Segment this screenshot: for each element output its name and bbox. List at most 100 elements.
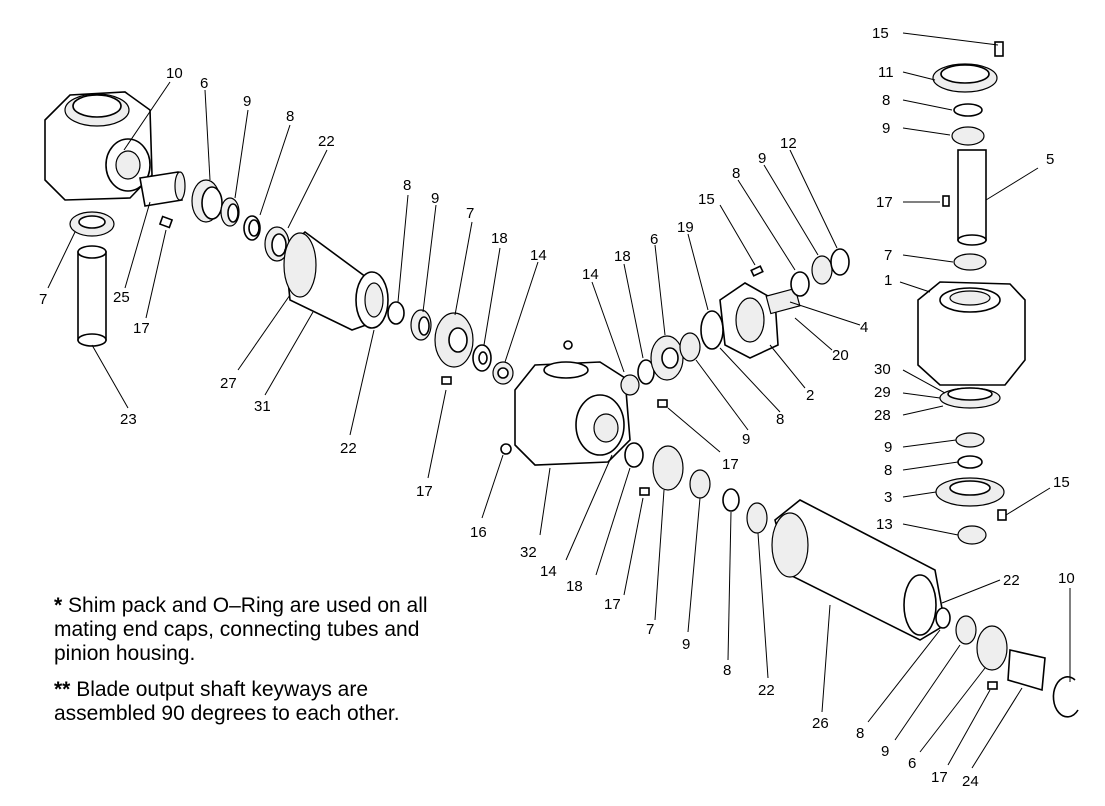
callout-label: 9 <box>431 190 439 207</box>
callout-label: 18 <box>566 578 583 595</box>
left-tube-27 <box>283 230 389 331</box>
callout-label: 8 <box>723 662 731 679</box>
center-gear-6 <box>650 335 684 381</box>
callout-label: 18 <box>491 230 508 247</box>
callout-label: 22 <box>1003 572 1020 589</box>
end-shaft-24 <box>1007 649 1046 692</box>
end-race-8 <box>935 607 951 629</box>
callout-label: 7 <box>646 621 654 638</box>
end-cap-2 <box>719 282 779 359</box>
lower-washer-18 <box>624 442 644 468</box>
leader-lines <box>47 32 1071 769</box>
note-keyways: ** Blade output shaft keyways are assemb… <box>54 678 474 726</box>
lower-bearing-9-right <box>955 432 985 448</box>
left-shaft-23 <box>77 245 107 347</box>
callout-label: 9 <box>881 743 889 760</box>
callout-label: 9 <box>758 150 766 167</box>
bottom-cap-3 <box>935 477 1005 507</box>
callout-label: 28 <box>874 407 891 424</box>
callout-label: 11 <box>878 64 894 81</box>
callout-label: 17 <box>604 596 621 613</box>
left-seal-22 <box>264 226 290 262</box>
mid-gear-7 <box>434 312 474 368</box>
callout-label: 19 <box>677 219 694 236</box>
callout-label: 6 <box>200 75 208 92</box>
oring-19 <box>700 310 724 350</box>
top-race-8 <box>953 103 983 117</box>
callout-label: 3 <box>884 489 892 506</box>
left-bearing-9 <box>220 197 240 227</box>
callout-label: 14 <box>540 563 557 580</box>
center-nut-14 <box>620 374 640 396</box>
callout-label: 8 <box>403 177 411 194</box>
callout-label: 25 <box>113 289 130 306</box>
right-housing-1 <box>917 281 1026 386</box>
callout-label: 23 <box>120 411 137 428</box>
shim-pack-30-29-28 <box>939 387 1001 409</box>
center-bearing-9 <box>679 332 701 362</box>
center-gearbox <box>500 340 631 466</box>
callout-label: 8 <box>286 108 294 125</box>
right-bearing-9 <box>811 255 833 285</box>
callout-label: 9 <box>742 431 750 448</box>
callout-label: 17 <box>931 769 948 786</box>
callout-label: 10 <box>166 65 183 82</box>
callout-label: 10 <box>1058 570 1075 587</box>
callout-label: 17 <box>722 456 739 473</box>
left-race-8 <box>243 215 261 241</box>
callout-label: 24 <box>962 773 979 790</box>
callout-label: 8 <box>884 462 892 479</box>
callout-label: 4 <box>860 319 868 336</box>
callout-label: 22 <box>340 440 357 457</box>
callout-label: 14 <box>582 266 599 283</box>
note-marker: * <box>54 594 63 617</box>
callout-label: 22 <box>318 133 335 150</box>
snap-ring-10 <box>1052 676 1079 718</box>
left-gearbox <box>44 91 153 201</box>
lower-race-8 <box>722 488 740 512</box>
callout-label: 14 <box>530 247 547 264</box>
callout-label: 26 <box>812 715 829 732</box>
right-race-8 <box>790 271 810 297</box>
callout-label: 6 <box>650 231 658 248</box>
spline-20 <box>765 287 801 315</box>
mid-nut-14 <box>492 361 514 385</box>
callout-label: 17 <box>876 194 893 211</box>
callout-label: 30 <box>874 361 891 378</box>
callout-label: 7 <box>884 247 892 264</box>
callout-label: 9 <box>682 636 690 653</box>
callout-label: 9 <box>882 120 890 137</box>
callout-label: 27 <box>220 375 237 392</box>
note-text: Blade output shaft keyways are assembled… <box>54 678 400 725</box>
upper-gear-7 <box>953 253 987 271</box>
callout-label: 8 <box>732 165 740 182</box>
callout-label: 9 <box>884 439 892 456</box>
note-text: Shim pack and O–Ring are used on all mat… <box>54 594 428 665</box>
callout-label: 18 <box>614 248 631 265</box>
lower-seal-22 <box>746 502 768 534</box>
mid-race-8 <box>387 301 405 325</box>
callout-label: 2 <box>806 387 814 404</box>
callout-label: 22 <box>758 682 775 699</box>
callout-label: 16 <box>470 524 487 541</box>
lower-tube-26 <box>771 499 946 641</box>
callout-label: 12 <box>780 135 797 152</box>
end-bearing-9 <box>955 615 977 645</box>
callout-label: 8 <box>882 92 890 109</box>
callout-label: 31 <box>254 398 271 415</box>
left-gear-7 <box>69 211 115 237</box>
seal-12 <box>830 248 850 276</box>
callout-label: 32 <box>520 544 537 561</box>
lower-gear-7 <box>652 445 684 491</box>
callout-label: 29 <box>874 384 891 401</box>
callout-label: 13 <box>876 516 893 533</box>
callout-label: 15 <box>698 191 715 208</box>
callout-label: 1 <box>884 272 892 289</box>
callout-label: 5 <box>1046 151 1054 168</box>
callout-label: 17 <box>133 320 150 337</box>
top-cap-11 <box>932 41 1004 93</box>
seal-13 <box>957 525 987 545</box>
mid-washer-18 <box>472 344 492 372</box>
callout-label: 6 <box>908 755 916 772</box>
